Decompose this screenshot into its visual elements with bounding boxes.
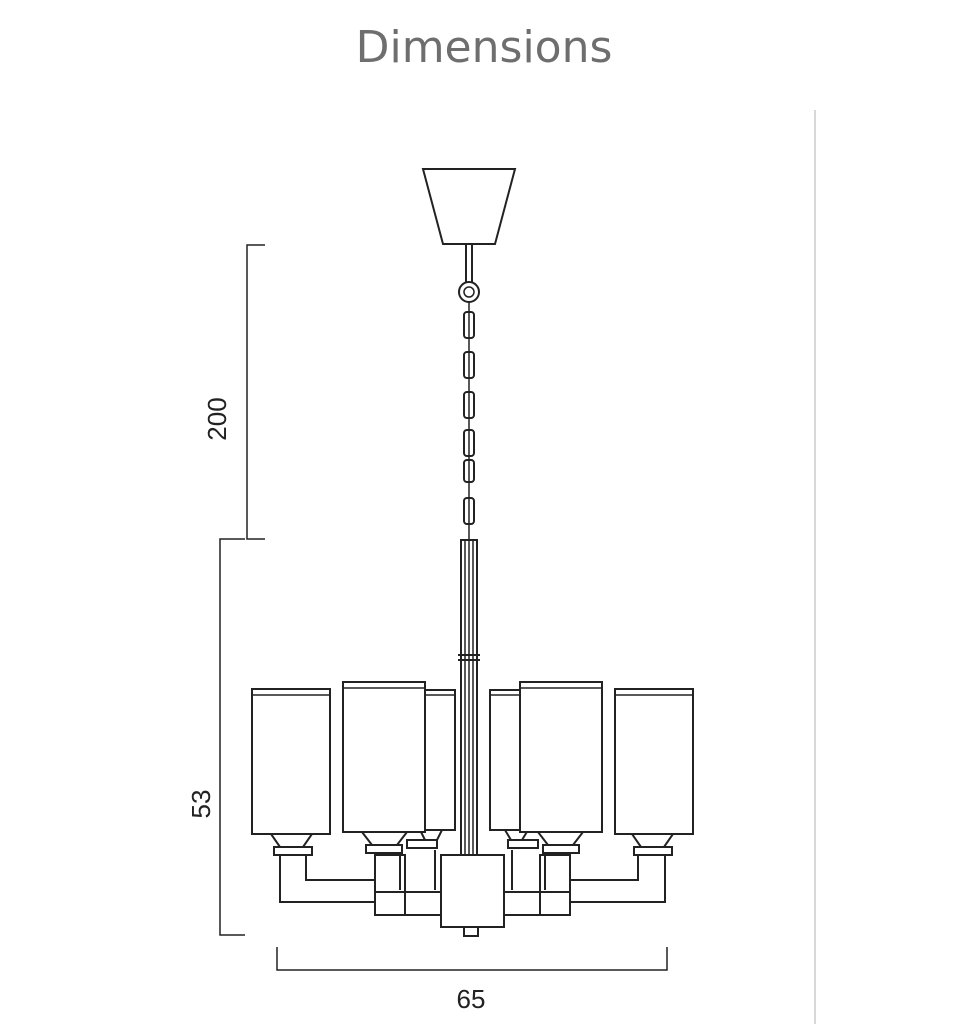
- dimension-width: 65: [276, 947, 668, 1014]
- dimension-drop-label: 200: [202, 397, 232, 440]
- hanging-ring: [458, 281, 480, 303]
- page-title: Dimensions: [355, 22, 613, 73]
- chandelier: [251, 168, 694, 937]
- central-hub: [440, 854, 505, 937]
- lamp-shade-outer-right: [614, 688, 694, 856]
- dimension-width-label: 65: [457, 984, 486, 1014]
- lamp-shade-mid-right: [519, 681, 603, 854]
- central-stem: [458, 539, 480, 859]
- ceiling-canopy: [421, 168, 517, 245]
- chain: [463, 302, 475, 540]
- arms: [279, 850, 666, 916]
- lamp-shade-mid-left: [342, 681, 426, 854]
- dimension-body: 53: [186, 538, 245, 936]
- dimension-drop: 200: [202, 244, 265, 540]
- lamp-shade-outer-left: [251, 688, 331, 856]
- dimension-body-label: 53: [186, 790, 216, 819]
